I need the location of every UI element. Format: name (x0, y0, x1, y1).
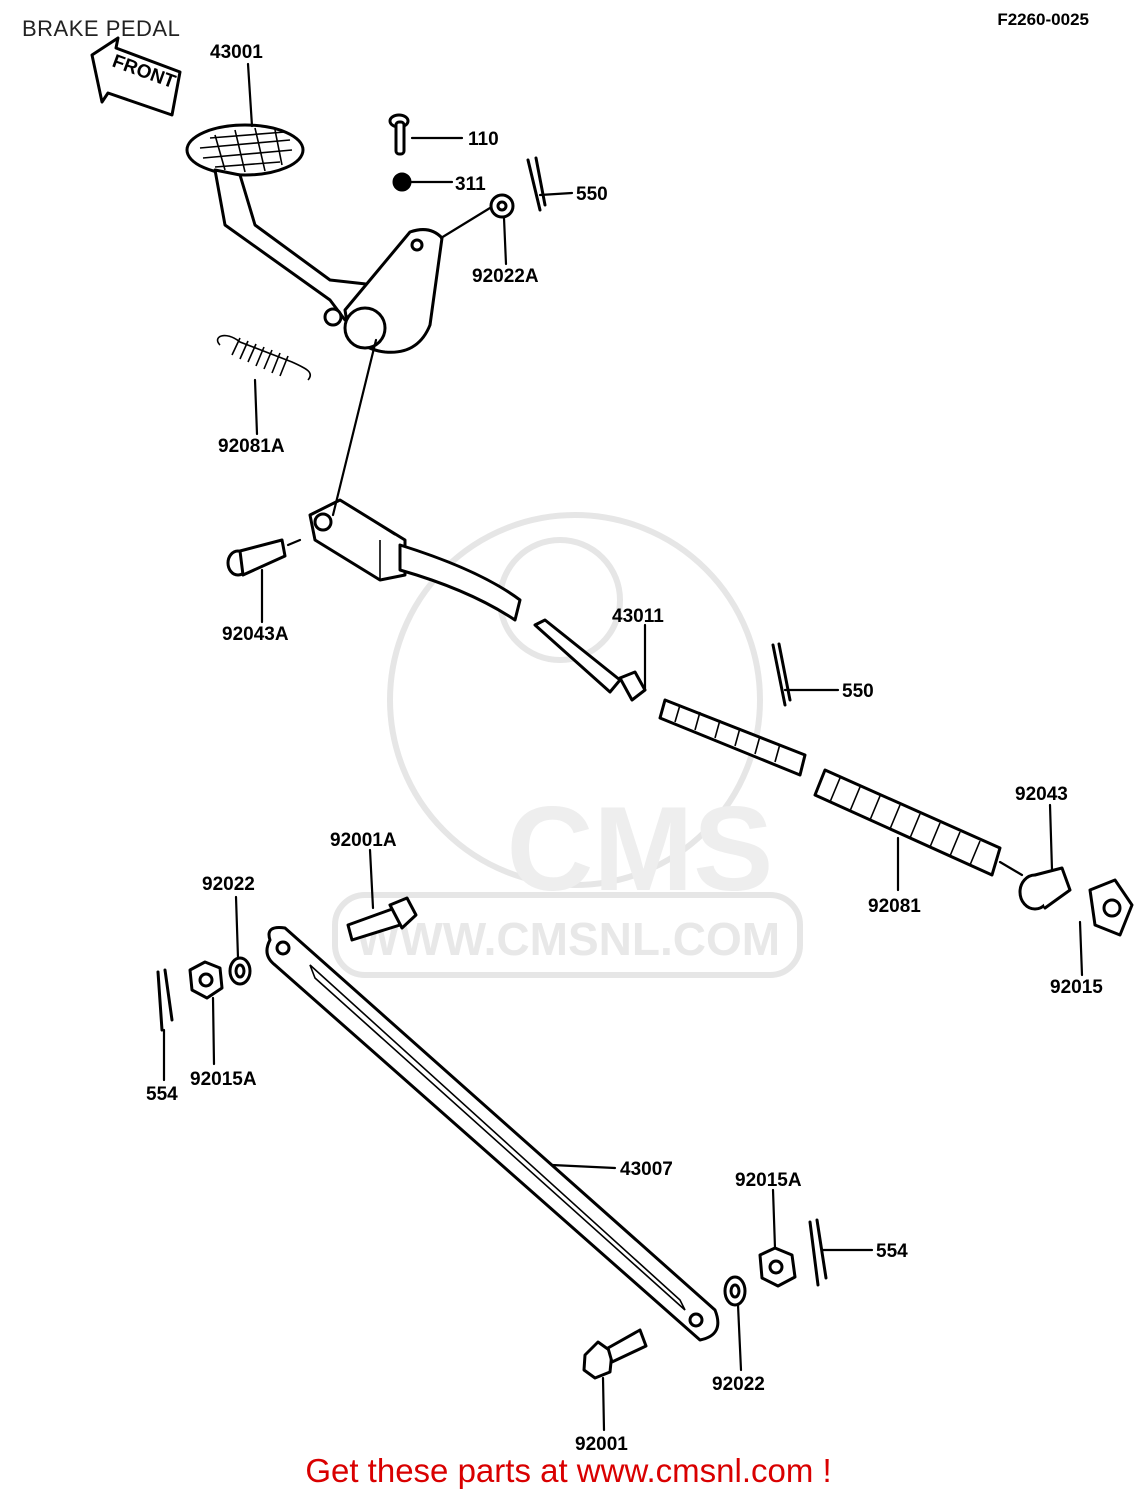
watermark-brand: CMS (507, 782, 774, 916)
cotter-pin-554-right (808, 1218, 828, 1287)
front-arrow: FRONT (90, 36, 182, 117)
threaded-rod (658, 698, 807, 777)
collar-92043 (1018, 866, 1072, 911)
washer-92022-left (228, 956, 252, 986)
cotter-pin-550-top (526, 156, 547, 212)
bolt-92001 (582, 1328, 648, 1380)
page-title: BRAKE PEDAL (22, 16, 181, 41)
brake-rod-43011 (308, 498, 647, 702)
callout-92081A: 92081A (218, 436, 285, 457)
pin-92043A (226, 538, 287, 577)
callout-92001A: 92001A (330, 830, 397, 851)
callout-92022-right: 92022 (712, 1374, 765, 1395)
callout-554-left: 554 (146, 1084, 178, 1105)
cotter-pin-554-left (156, 968, 174, 1032)
cotter-pin-550-mid (771, 642, 792, 707)
callout-92043A: 92043A (222, 624, 289, 645)
callout-550: 550 (576, 184, 608, 205)
callout-labels: 43001 110 311 550 92022A 92081A 92043A 4… (146, 42, 1103, 1455)
brake-pedal-43001 (185, 123, 444, 354)
bolt-92001A (346, 896, 418, 942)
callout-92043: 92043 (1015, 784, 1068, 805)
link-43007 (265, 926, 720, 1342)
callout-92015: 92015 (1050, 977, 1103, 998)
washer-92022-right (723, 1275, 747, 1307)
nut-92015A-left (188, 960, 224, 1000)
callout-92015A-right: 92015A (735, 1170, 802, 1191)
callout-92015A-left: 92015A (190, 1069, 257, 1090)
bolt-110 (388, 113, 410, 156)
spring-92081A (216, 334, 312, 381)
spring-92081 (813, 768, 1002, 877)
callout-43011: 43011 (612, 606, 664, 627)
callout-550-mid: 550 (842, 681, 874, 702)
watermark-logo: CMS WWW.CMSNL.COM (332, 512, 803, 978)
callout-110: 110 (468, 129, 499, 150)
callout-92001: 92001 (575, 1434, 628, 1455)
nut-92015 (1088, 878, 1134, 937)
nut-92015A-right (758, 1246, 797, 1288)
callout-311: 311 (455, 174, 486, 195)
washer-92022A (489, 193, 515, 219)
callout-43007: 43007 (620, 1159, 673, 1180)
callout-92022A: 92022A (472, 266, 539, 287)
callout-43001: 43001 (210, 42, 263, 63)
leader-lines (162, 62, 1084, 1432)
callout-92022-left: 92022 (202, 874, 255, 895)
callout-92081: 92081 (868, 896, 921, 917)
nut-311 (392, 172, 412, 192)
watermark-url: WWW.CMSNL.COM (356, 913, 780, 965)
callout-554-right: 554 (876, 1241, 908, 1262)
figure-code: F2260-0025 (997, 10, 1089, 29)
footer-banner[interactable]: Get these parts at www.cmsnl.com ! (305, 1452, 832, 1489)
